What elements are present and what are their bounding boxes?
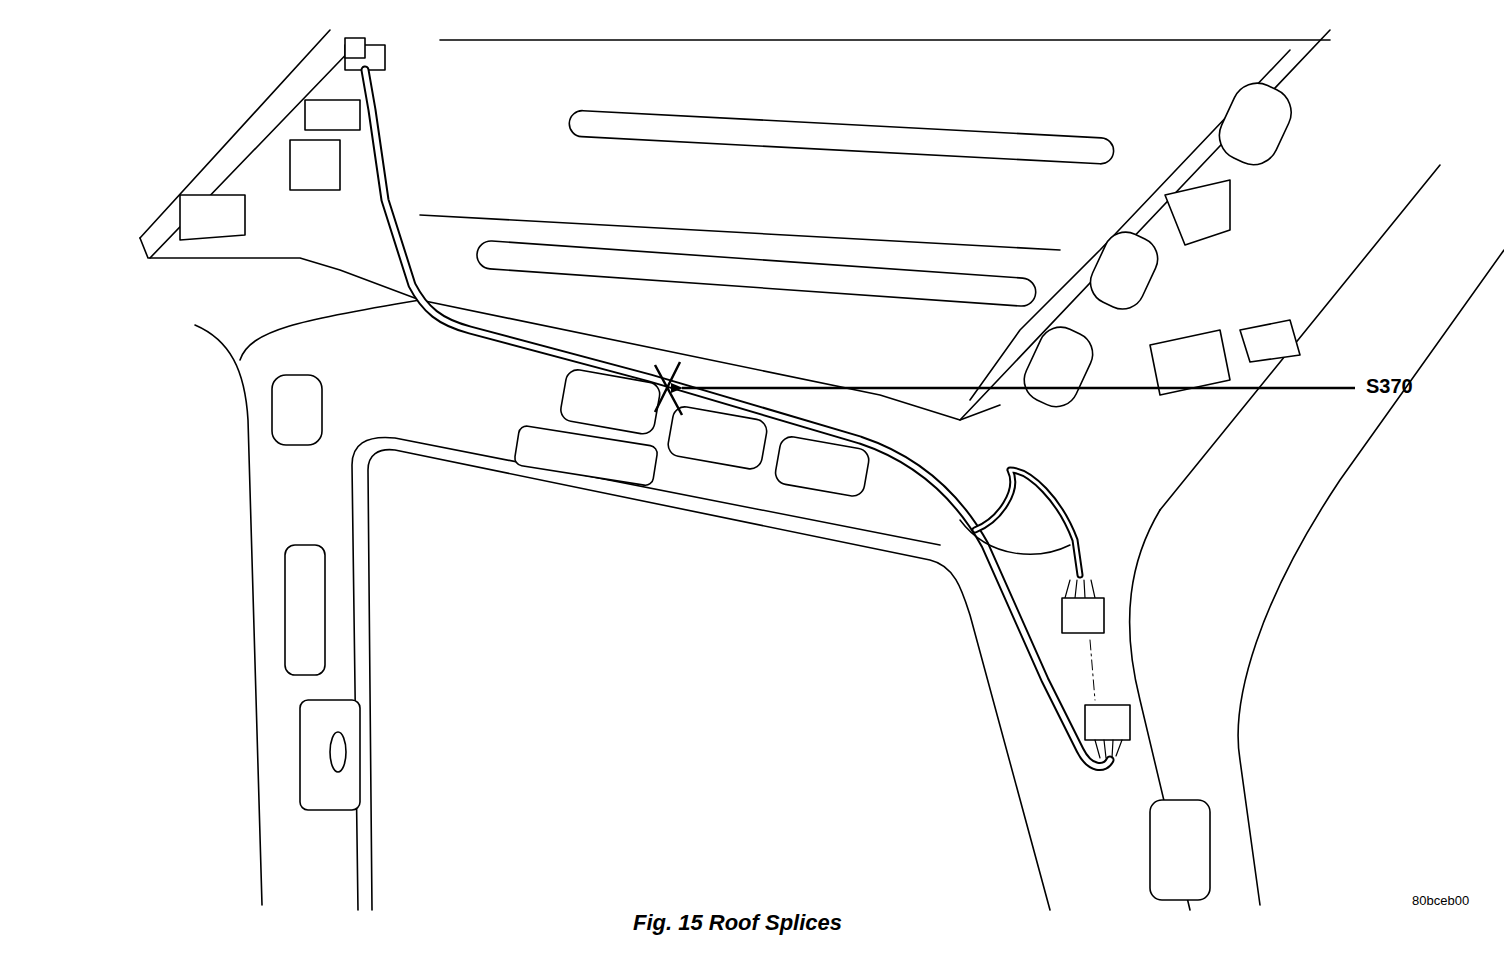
harness-branch [975, 470, 1080, 575]
header-bracket [180, 195, 245, 240]
rail-hole [1211, 75, 1299, 173]
header-edge [140, 238, 420, 300]
clip-bracket [290, 140, 340, 190]
figure-code: 80bceb00 [1412, 893, 1469, 908]
roof-edge [420, 300, 1000, 420]
splice-x-mark [655, 362, 682, 415]
door-opening-flange [352, 437, 940, 910]
connector-wires [1095, 740, 1122, 758]
rail-bracket [1240, 320, 1300, 362]
pillar-slot [1150, 800, 1210, 900]
mating-line [1090, 640, 1095, 700]
clip-bracket [305, 100, 360, 130]
roof-edge [440, 39, 1330, 41]
rail-hole [1083, 225, 1165, 316]
harness-connector [1085, 705, 1130, 740]
figure-caption: Fig. 15 Roof Splices [633, 910, 842, 936]
roof-structure [140, 30, 1504, 910]
splice-marker [655, 362, 1355, 415]
rail-opening [774, 435, 871, 498]
roof-bow-rib [569, 110, 1115, 164]
harness-branch-fill [975, 470, 1080, 575]
wiring-harness [345, 38, 1130, 767]
pillar-hole [272, 375, 322, 445]
harness-trunk [365, 70, 1110, 767]
grab-handle-mount [514, 425, 659, 486]
harness-connector [1062, 598, 1104, 633]
splice-id: S370 [1366, 375, 1413, 398]
pillar-bracket [300, 700, 360, 810]
harness-end-clip [345, 38, 365, 58]
pillar-slot [285, 545, 325, 675]
rail-hole [1017, 320, 1100, 414]
connector-wires [1065, 580, 1095, 598]
pillar-outer [1238, 250, 1504, 905]
leader-arrow [682, 387, 1355, 390]
roof-rail-line [150, 40, 360, 258]
roof-bow-rib [476, 240, 1037, 307]
rail-bracket [1150, 330, 1230, 395]
pillar-outer [195, 325, 262, 905]
roof-rail-line [960, 30, 1330, 420]
pillar-boss [330, 732, 346, 772]
pillar-outer [240, 300, 420, 360]
door-opening [368, 450, 1050, 910]
harness-trunk-fill [365, 70, 1110, 767]
rail-bracket [1165, 180, 1230, 245]
harness-wire [960, 520, 1070, 554]
